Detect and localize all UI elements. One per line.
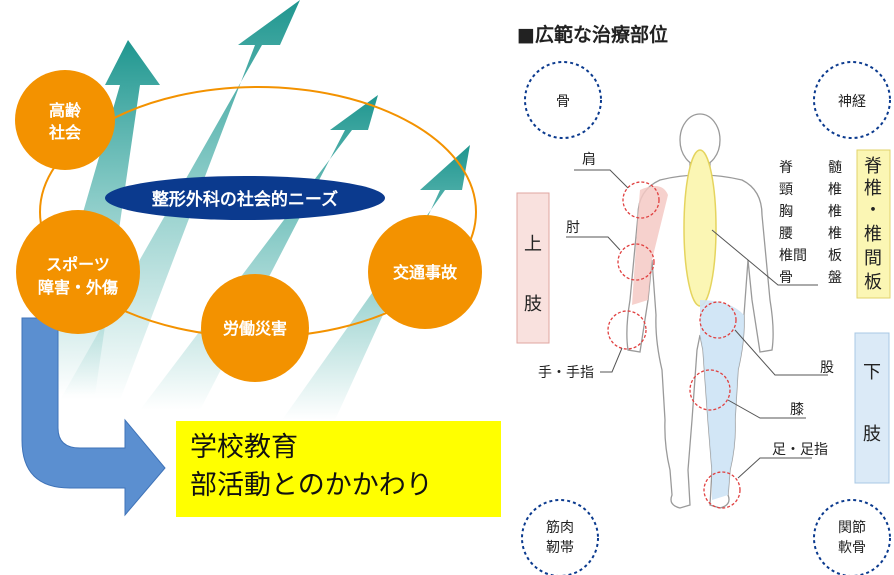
section-title: ■広範な治療部位 xyxy=(517,24,668,46)
svg-text:肢: 肢 xyxy=(863,424,881,445)
lower-limb-box: 下 肢 xyxy=(854,332,890,484)
knee-marker xyxy=(689,369,731,411)
svg-text:筋肉: 筋肉 xyxy=(546,519,574,536)
svg-text:間: 間 xyxy=(864,248,882,269)
svg-text:腰: 腰 xyxy=(779,226,793,242)
treatment-areas-diagram: 骨 神経 筋肉 靭帯 関節 軟骨 上 肢 下 肢 脊 椎 ・ 椎 間 板 脊 頸 xyxy=(516,61,891,575)
svg-text:靭帯: 靭帯 xyxy=(546,540,574,556)
corner-nerve: 神経 xyxy=(813,61,891,139)
leader-lines xyxy=(566,169,828,479)
spine-box: 脊 椎 ・ 椎 間 板 xyxy=(856,149,891,299)
corner-muscle-ligament: 筋肉 靭帯 xyxy=(521,499,599,575)
label-foot: 足・足指 xyxy=(772,442,828,458)
shoulder-marker xyxy=(622,181,660,219)
upper-arm-highlight xyxy=(632,186,668,305)
bubble-sports: スポーツ 障害・外傷 xyxy=(16,210,140,334)
growth-arrow xyxy=(120,95,378,410)
svg-text:上: 上 xyxy=(524,234,542,255)
svg-text:椎: 椎 xyxy=(864,224,882,245)
bubble-aging: 高齢 社会 xyxy=(15,70,115,170)
hip-marker xyxy=(699,301,737,339)
svg-text:骨: 骨 xyxy=(556,94,570,110)
center-label: 整形外科の社会的ニーズ xyxy=(152,189,338,210)
svg-text:髄: 髄 xyxy=(828,160,842,176)
svg-text:脊: 脊 xyxy=(779,160,793,176)
box-line-1: 学校教育 xyxy=(190,432,298,463)
svg-text:椎間: 椎間 xyxy=(779,248,807,264)
joint-markers xyxy=(607,181,741,509)
svg-text:盤: 盤 xyxy=(828,270,842,286)
center-label-ellipse xyxy=(105,176,385,220)
foot-marker xyxy=(703,471,741,509)
svg-text:関節: 関節 xyxy=(838,519,866,536)
svg-text:交通事故: 交通事故 xyxy=(393,263,458,282)
svg-text:下: 下 xyxy=(863,362,881,383)
label-hip: 股 xyxy=(820,360,834,376)
svg-text:高齢: 高齢 xyxy=(49,101,82,120)
corner-bone: 骨 xyxy=(524,61,602,139)
svg-text:頸: 頸 xyxy=(779,182,793,198)
svg-text:胸: 胸 xyxy=(779,204,793,220)
label-hand: 手・手指 xyxy=(538,365,594,381)
svg-text:・: ・ xyxy=(864,200,882,221)
svg-text:椎: 椎 xyxy=(828,182,842,198)
box-line-2: 部活動とのかかわり xyxy=(190,470,433,501)
svg-text:神経: 神経 xyxy=(838,94,866,110)
label-elbow: 肘 xyxy=(566,220,580,236)
svg-text:椎: 椎 xyxy=(864,178,882,199)
social-needs-diagram: 整形外科の社会的ニーズ 高齢 社会 スポーツ 障害・外傷 労働災害 交通事故 xyxy=(10,0,482,517)
growth-arrow xyxy=(35,0,300,400)
school-education-box: 学校教育 部活動とのかかわり xyxy=(176,421,501,517)
elbow-marker xyxy=(617,243,655,281)
corner-joint-cartilage: 関節 軟骨 xyxy=(813,499,891,575)
hand-marker xyxy=(607,310,647,350)
svg-text:障害・外傷: 障害・外傷 xyxy=(38,278,118,297)
label-knee: 膝 xyxy=(790,402,804,418)
label-shoulder: 肩 xyxy=(582,152,596,168)
bubble-work-accident: 労働災害 xyxy=(201,274,309,382)
svg-text:労働災害: 労働災害 xyxy=(223,319,287,338)
svg-text:スポーツ: スポーツ xyxy=(46,255,110,274)
bent-arrow xyxy=(21,317,166,517)
svg-text:板: 板 xyxy=(864,272,882,293)
human-body xyxy=(626,113,774,509)
spine-highlight xyxy=(683,149,717,307)
growth-arrow xyxy=(265,145,470,420)
leg-highlight xyxy=(700,300,745,500)
upper-limb-box: 上 肢 xyxy=(516,192,550,344)
svg-text:社会: 社会 xyxy=(48,123,81,142)
svg-text:肢: 肢 xyxy=(524,294,542,315)
svg-text:脊: 脊 xyxy=(864,156,882,177)
svg-text:骨: 骨 xyxy=(779,270,793,286)
svg-text:椎: 椎 xyxy=(828,226,842,242)
spine-list: 脊 頸 胸 腰 椎間 骨 髄 椎 椎 椎 板 盤 xyxy=(779,160,842,286)
svg-text:軟骨: 軟骨 xyxy=(838,540,866,556)
svg-text:椎: 椎 xyxy=(828,204,842,220)
bubble-traffic-accident: 交通事故 xyxy=(368,215,482,329)
svg-text:板: 板 xyxy=(828,248,842,264)
